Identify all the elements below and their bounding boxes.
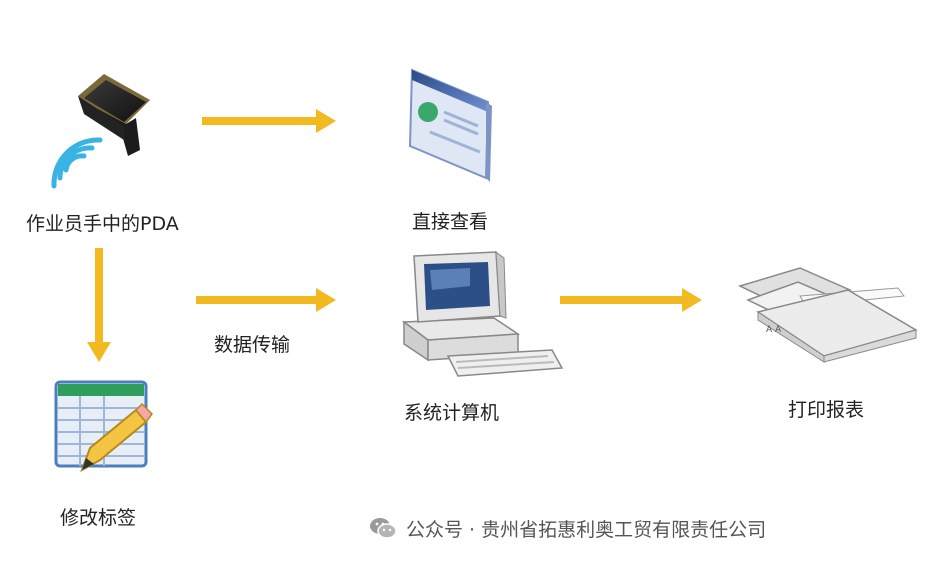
pda-label: 作业员手中的PDA: [26, 213, 179, 235]
watermark-text: 公众号 · 贵州省拓惠利奥工贸有限责任公司: [406, 518, 767, 541]
arrow-computer-to-printer: [560, 288, 702, 312]
watermark: 公众号 · 贵州省拓惠利奥工贸有限责任公司: [368, 512, 766, 544]
arrow-pda-to-edit: [87, 248, 111, 362]
svg-text:A A: A A: [766, 325, 782, 335]
view-label: 直接查看: [412, 211, 489, 233]
arrow-pda-to-view: [202, 109, 336, 133]
edit-label: 修改标签: [60, 507, 137, 529]
browser-window-icon: [408, 68, 492, 182]
wifi-signal-icon: [51, 137, 103, 189]
printer-icon: A A: [737, 267, 918, 363]
print-label: 打印报表: [788, 399, 865, 421]
edit-sheet-icon: [54, 380, 153, 473]
computer-icon: [401, 250, 564, 377]
computer-label: 系统计算机: [404, 402, 500, 424]
transfer-label: 数据传输: [214, 334, 291, 356]
pda-scanner-icon: [78, 74, 150, 156]
arrow-transfer: [196, 288, 336, 312]
wechat-icon: [370, 518, 397, 539]
